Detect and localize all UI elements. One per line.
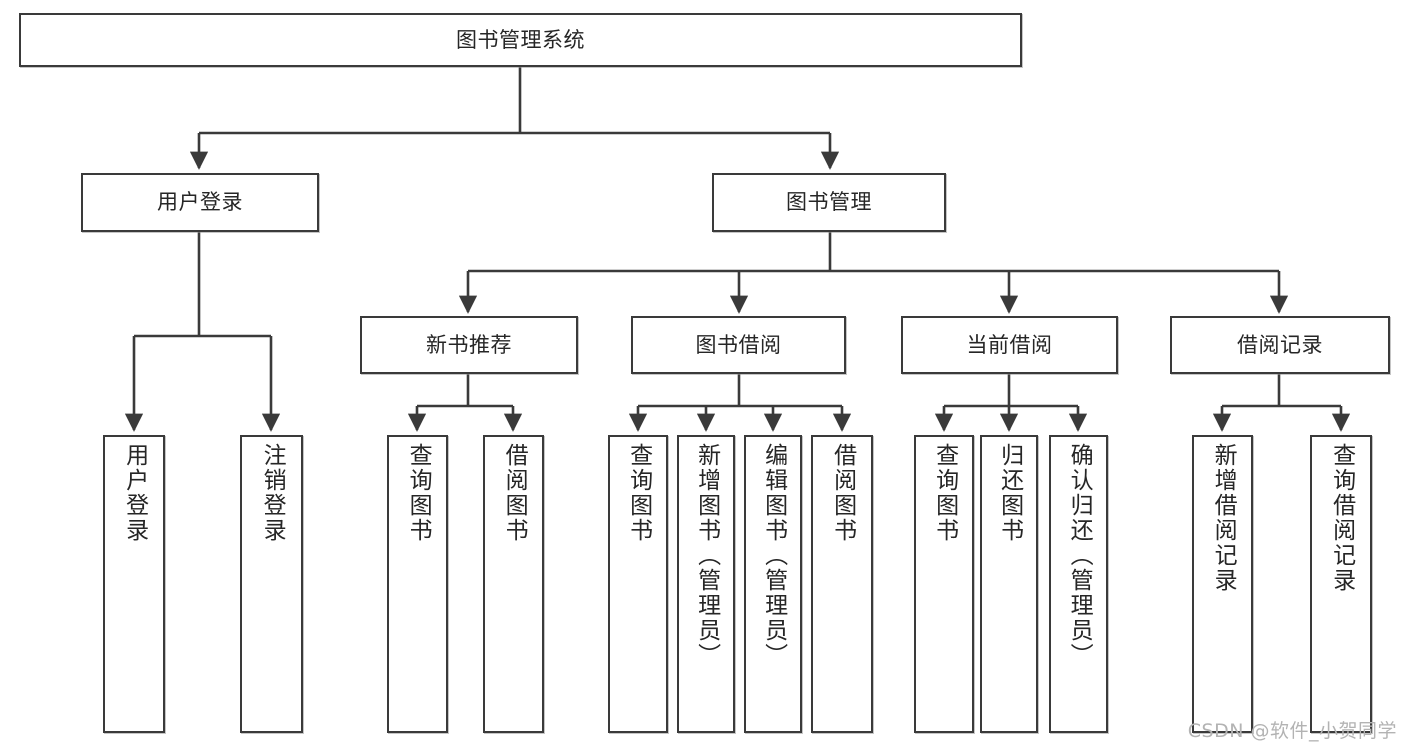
leaf-new-book-query[interactable]: 查询图书 xyxy=(387,435,448,733)
node-label: 借阅记录 xyxy=(1237,332,1323,357)
node-current-borrow[interactable]: 当前借阅 xyxy=(901,316,1118,374)
leaf-new-book-borrow[interactable]: 借阅图书 xyxy=(483,435,544,733)
node-label: 编辑图书（管理员） xyxy=(760,443,787,668)
leaf-borrow-add-book[interactable]: 新增图书（管理员） xyxy=(677,435,735,733)
leaf-current-query-book[interactable]: 查询图书 xyxy=(914,435,974,733)
node-label: 用户登录 xyxy=(157,190,243,215)
leaf-user-login[interactable]: 用户登录 xyxy=(103,435,165,733)
leaf-current-confirm-return[interactable]: 确认归还（管理员） xyxy=(1049,435,1108,733)
leaf-borrow-query-book[interactable]: 查询图书 xyxy=(608,435,668,733)
node-label: 查询图书 xyxy=(931,443,958,543)
node-label: 图书借阅 xyxy=(695,332,782,357)
node-label: 新书推荐 xyxy=(426,332,512,357)
node-label: 当前借阅 xyxy=(966,332,1053,357)
leaf-record-add[interactable]: 新增借阅记录 xyxy=(1192,435,1253,733)
node-label: 注销登录 xyxy=(259,443,286,543)
leaf-current-return-book[interactable]: 归还图书 xyxy=(980,435,1038,733)
node-root-system[interactable]: 图书管理系统 xyxy=(19,13,1022,67)
leaf-borrow-edit-book[interactable]: 编辑图书（管理员） xyxy=(744,435,802,733)
node-label: 图书管理 xyxy=(786,190,872,215)
node-label: 新增图书（管理员） xyxy=(693,443,720,668)
node-label: 用户登录 xyxy=(121,443,148,543)
node-label: 归还图书 xyxy=(996,443,1023,543)
leaf-borrow-borrow-book[interactable]: 借阅图书 xyxy=(811,435,873,733)
leaf-user-logout[interactable]: 注销登录 xyxy=(240,435,303,733)
watermark-text: CSDN @软件_小贺同学 xyxy=(1187,720,1397,742)
node-new-book-recommend[interactable]: 新书推荐 xyxy=(360,316,578,374)
node-borrow-record[interactable]: 借阅记录 xyxy=(1170,316,1390,374)
node-user-login[interactable]: 用户登录 xyxy=(81,173,319,232)
node-label: 借阅图书 xyxy=(829,443,856,543)
node-book-management[interactable]: 图书管理 xyxy=(712,173,946,232)
node-label: 查询图书 xyxy=(405,443,432,543)
node-label: 查询图书 xyxy=(625,443,652,543)
node-book-borrow[interactable]: 图书借阅 xyxy=(631,316,846,374)
node-label: 图书管理系统 xyxy=(456,27,585,52)
node-label: 查询借阅记录 xyxy=(1328,443,1355,593)
leaf-record-query[interactable]: 查询借阅记录 xyxy=(1310,435,1372,733)
node-label: 确认归还（管理员） xyxy=(1066,443,1093,668)
node-label: 借阅图书 xyxy=(501,443,528,543)
node-label: 新增借阅记录 xyxy=(1210,443,1237,593)
